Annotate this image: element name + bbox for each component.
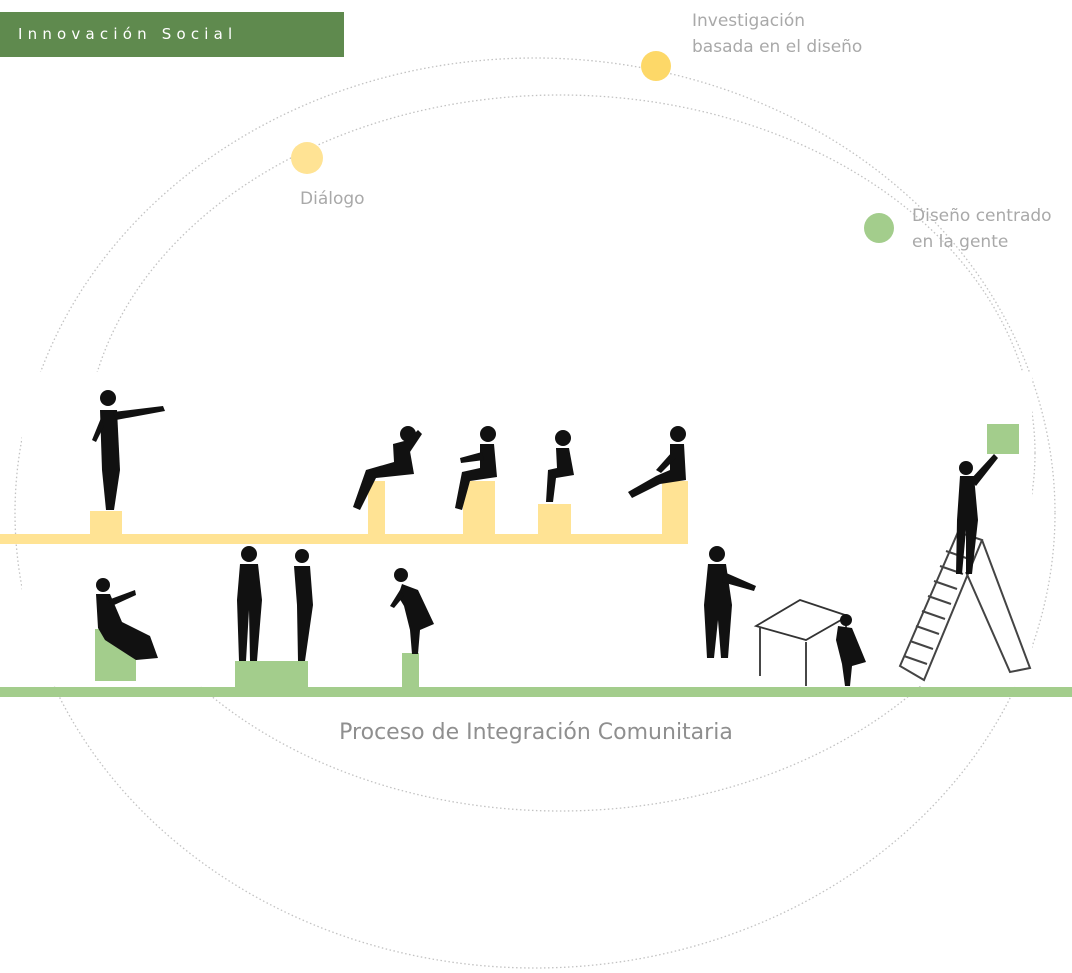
yellow-block-5 [662, 481, 688, 537]
investigacion-label-line2: basada en el diseño [692, 37, 863, 57]
dialogo-dot [291, 142, 323, 174]
green-square-top [987, 424, 1019, 454]
disenio-dot [864, 213, 894, 243]
figure-seated-2 [455, 426, 497, 510]
figure-bending [390, 568, 434, 654]
investigacion-label: Investigación basada en el diseño [692, 8, 862, 60]
yellow-block-4 [538, 504, 571, 537]
green-platform-line [0, 687, 1072, 697]
figure-band-background [22, 372, 1032, 686]
ladder-drawing [898, 530, 1032, 682]
figure-seated-3 [546, 430, 574, 502]
green-block-2 [235, 661, 308, 689]
figure-leaning [836, 614, 866, 686]
outer-orbit-ellipse [14, 57, 1056, 969]
figure-sitting-green [96, 578, 158, 660]
figure-gesturing [704, 546, 756, 658]
yellow-block-1 [90, 511, 122, 537]
investigacion-dot [641, 51, 671, 81]
figure-seated-4 [628, 426, 686, 498]
disenio-label-line1: Diseño centrado [912, 206, 1052, 226]
disenio-label: Diseño centrado en la gente [912, 203, 1052, 255]
green-block-3 [402, 653, 419, 689]
figure-pointing [92, 390, 165, 510]
yellow-block-2 [368, 481, 385, 537]
disenio-label-line2: en la gente [912, 232, 1009, 252]
figure-reaching [956, 454, 998, 574]
inner-orbit-ellipse [84, 94, 1036, 812]
innovacion-social-banner: Innovación Social [0, 12, 344, 57]
figure-standing-pair [237, 546, 313, 661]
investigacion-label-line1: Investigación [692, 11, 806, 31]
figure-seated-1 [353, 426, 422, 510]
yellow-platform-line [0, 534, 688, 544]
yellow-block-3 [463, 481, 495, 537]
dialogo-label: Diálogo [300, 189, 365, 209]
process-label: Proceso de Integración Comunitaria [339, 720, 733, 745]
